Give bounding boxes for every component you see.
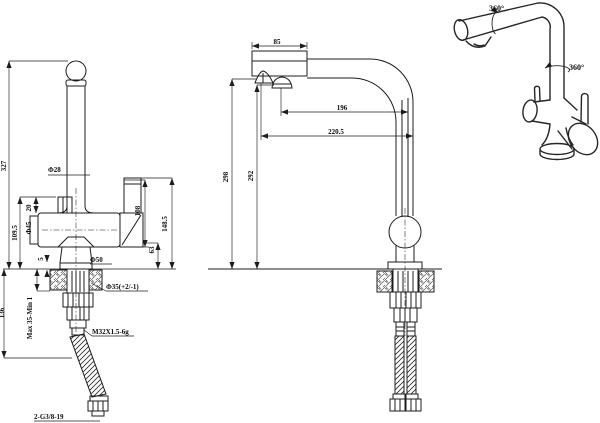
perspective-right-lever xyxy=(580,92,589,125)
front-left-handle xyxy=(57,196,73,214)
side-hose-left xyxy=(394,335,405,395)
front-spout-ball xyxy=(65,60,87,82)
side-outlet-filter xyxy=(254,70,274,84)
dim-phi50: Φ50 xyxy=(90,256,103,264)
perspective-base-flange xyxy=(539,142,575,156)
dim-298: 298 xyxy=(222,171,230,182)
side-hose-nut-left xyxy=(389,398,406,412)
perspective-left-pin xyxy=(533,85,541,102)
front-deck-right xyxy=(88,269,103,291)
front-hose-connector xyxy=(69,319,87,329)
dim-108: 108 xyxy=(134,205,142,216)
side-hose-right xyxy=(406,335,417,395)
perspective-aerator xyxy=(465,36,492,48)
front-body-left-cap xyxy=(29,215,39,245)
front-hose xyxy=(69,333,107,398)
front-aerator-cap xyxy=(65,79,87,87)
dim-220-5: 220.5 xyxy=(328,128,344,136)
label-spout-rotation: 360° xyxy=(489,4,504,13)
perspective-left-handle xyxy=(522,99,538,123)
side-ball-joint xyxy=(388,215,422,249)
dim-85: 85 xyxy=(274,38,282,46)
dim-g38: 2-G3/8-19 xyxy=(34,413,64,421)
side-view-object xyxy=(208,50,442,412)
perspective-view xyxy=(453,2,599,161)
side-deck-right xyxy=(418,270,435,293)
dim-m32: M32X1.5-6g xyxy=(92,328,129,336)
dim-phi35: Φ35(+2/-1) xyxy=(106,283,139,291)
perspective-right-handle xyxy=(567,122,599,156)
side-view-dimensions: 85 196 220.5 298 292 xyxy=(222,38,413,269)
label-body-rotation: 360° xyxy=(569,63,584,72)
dim-148-5: 148.5 xyxy=(161,216,169,232)
dim-196: 196 xyxy=(337,104,348,112)
front-view-object xyxy=(29,60,144,417)
perspective-annotations: 360° 360° xyxy=(489,4,584,73)
dim-deck-range: Max 35-Min 1 xyxy=(26,296,34,339)
dim-292: 292 xyxy=(247,170,255,181)
dim-136: 136 xyxy=(0,307,6,318)
dim-327: 327 xyxy=(0,160,8,171)
side-outlet-main xyxy=(271,76,293,89)
side-hose-nut-right xyxy=(405,398,422,412)
front-view-dimensions: 327 136 109.5 20 Φ45 Φ28 108 148.5 63 Φ5… xyxy=(0,60,176,422)
side-spout-head xyxy=(251,50,308,77)
dim-phi45: Φ45 xyxy=(25,221,33,234)
perspective-spout-tip xyxy=(453,18,469,42)
dim-phi28: Φ28 xyxy=(48,166,61,174)
front-deck-left xyxy=(49,269,68,291)
side-deck-left xyxy=(376,270,393,293)
dim-63: 63 xyxy=(148,246,156,254)
dim-5: 5 xyxy=(37,257,45,261)
dim-20: 20 xyxy=(25,204,33,212)
dim-109-5: 109.5 xyxy=(11,225,19,241)
